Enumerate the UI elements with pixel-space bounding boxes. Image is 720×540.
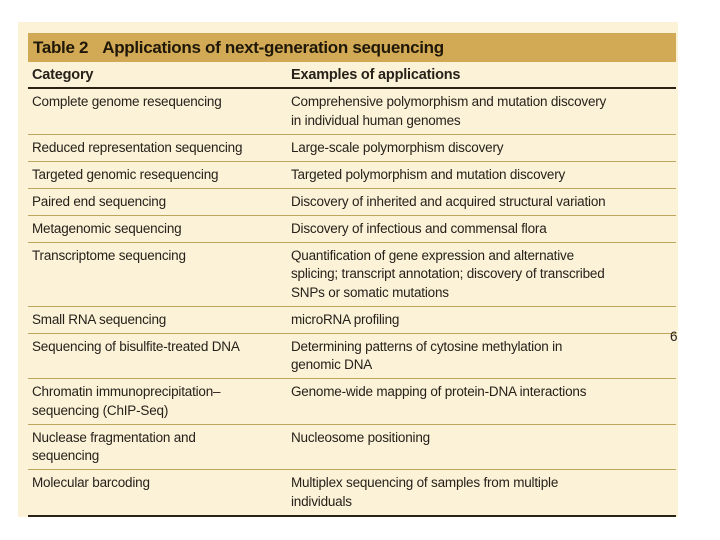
table-title-bar: Table 2 Applications of next-generation … <box>28 33 676 62</box>
category-cell: Small RNA sequencing <box>32 311 167 327</box>
application-cell: Quantification of gene expression and al… <box>291 247 605 300</box>
table-row: Chromatin immunoprecipitation– sequencin… <box>28 379 676 425</box>
application-cell: Multiplex sequencing of samples from mul… <box>291 475 559 509</box>
application-cell: Determining patterns of cytosine methyla… <box>291 338 563 373</box>
category-cell: Chromatin immunoprecipitation– sequencin… <box>32 384 221 418</box>
table-row: Paired end sequencing Discovery of inher… <box>28 189 676 216</box>
application-cell: Nucleosome positioning <box>291 429 430 445</box>
table-row: Transcriptome sequencing Quantification … <box>28 243 676 307</box>
table-row: Targeted genomic resequencing Targeted p… <box>28 162 676 189</box>
category-cell: Nuclease fragmentation and sequencing <box>32 429 196 464</box>
table-number-label: Table 2 <box>33 37 89 57</box>
table-row: Reduced representation sequencing Large-… <box>28 135 676 162</box>
application-cell: Targeted polymorphism and mutation disco… <box>291 166 566 182</box>
table-rows: Complete genome resequencing Comprehensi… <box>28 89 676 517</box>
category-cell: Sequencing of bisulfite-treated DNA <box>32 338 240 354</box>
table-figure-panel: Table 2 Applications of next-generation … <box>18 22 678 517</box>
column-header-category: Category <box>32 67 94 83</box>
category-cell: Complete genome resequencing <box>32 94 222 109</box>
category-cell: Molecular barcoding <box>32 475 150 490</box>
application-cell: Discovery of inherited and acquired stru… <box>291 193 606 209</box>
table-row: Metagenomic sequencing Discovery of infe… <box>28 216 676 243</box>
table-row: Nuclease fragmentation and sequencing Nu… <box>28 425 676 470</box>
application-cell: microRNA profiling <box>291 311 400 327</box>
clipped-reference-number: 6 <box>670 329 678 344</box>
category-cell: Targeted genomic resequencing <box>32 166 219 182</box>
table-row: Molecular barcoding Multiplex sequencing… <box>28 470 676 517</box>
column-header-applications: Examples of applications <box>291 67 461 83</box>
application-cell: Comprehensive polymorphism and mutation … <box>291 94 607 128</box>
table-row: Complete genome resequencing Comprehensi… <box>28 89 676 135</box>
category-cell: Metagenomic sequencing <box>32 220 182 236</box>
category-cell: Transcriptome sequencing <box>32 247 186 263</box>
category-cell: Reduced representation sequencing <box>32 139 243 155</box>
application-cell: Genome-wide mapping of protein-DNA inter… <box>291 384 587 399</box>
application-cell: Large-scale polymorphism discovery <box>291 139 504 155</box>
table-row: Sequencing of bisulfite-treated DNA Dete… <box>28 334 676 379</box>
table-content: Table 2 Applications of next-generation … <box>28 33 676 517</box>
category-cell: Paired end sequencing <box>32 193 166 209</box>
table-row: Small RNA sequencing microRNA profiling <box>28 307 676 334</box>
table-title: Applications of next-generation sequenci… <box>102 37 444 57</box>
application-cell: Discovery of infectious and commensal fl… <box>291 220 547 236</box>
column-header-row: Category Examples of applications <box>28 62 676 89</box>
